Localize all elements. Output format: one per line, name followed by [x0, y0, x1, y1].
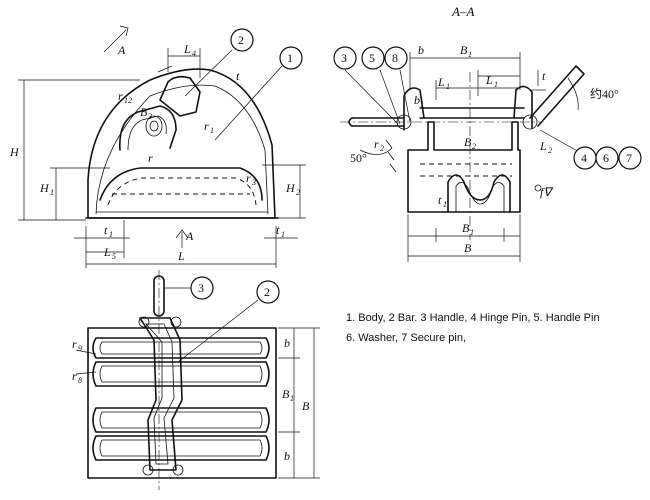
section-body-outline [407, 121, 521, 213]
dim-b-top: b [418, 43, 424, 57]
dim-r3: r [246, 171, 251, 185]
section-title: A–A [451, 4, 474, 19]
svg-text:9: 9 [78, 344, 82, 353]
dim-L4: L [183, 42, 191, 56]
dim-b-top-view-lower: b [284, 449, 290, 463]
dim-B1-bottom: B [462, 221, 470, 235]
dim-r: r [148, 151, 153, 165]
svg-text:5: 5 [369, 51, 375, 65]
balloon-7-section [618, 146, 642, 170]
dim-L2: L [539, 139, 547, 153]
dim-t1-left: t [104, 223, 108, 237]
legend-line-1: 1. Body, 2 Bar. 3 Handle, 4 Hinge Pin, 5… [346, 312, 600, 324]
svg-text:4: 4 [192, 49, 196, 58]
svg-text:1: 1 [494, 80, 498, 89]
dim-t-section: t [542, 69, 546, 83]
top-bar [139, 317, 183, 471]
svg-text:3: 3 [198, 281, 204, 295]
svg-text:2: 2 [296, 188, 300, 197]
swing-bar [529, 65, 585, 127]
balloon-3-top [190, 276, 214, 300]
dim-r12: r [118, 89, 123, 103]
dim-b-top-view-upper: b [284, 336, 290, 350]
svg-text:2: 2 [472, 142, 476, 151]
balloon-5-section [361, 46, 385, 70]
svg-text:12: 12 [124, 96, 132, 105]
svg-text:1: 1 [50, 188, 54, 197]
dim-t1-section: t [438, 193, 442, 207]
svg-text:3: 3 [251, 178, 256, 187]
dim-H: H [9, 145, 20, 159]
balloon-2-front [230, 28, 254, 52]
svg-text:1: 1 [109, 230, 113, 239]
dim-L5: L [103, 245, 111, 259]
svg-text:2: 2 [380, 144, 384, 153]
svg-text:1: 1 [443, 200, 447, 209]
dim-t1-right: t [276, 223, 280, 237]
handle-rod [351, 117, 405, 127]
body-inner-outline [95, 84, 269, 215]
dim-H1: H [39, 181, 50, 195]
top-body-outline [87, 327, 277, 479]
dim-L1-right: L [485, 73, 493, 87]
section-view [340, 52, 591, 262]
dim-B: B [464, 241, 472, 255]
svg-text:1: 1 [446, 82, 450, 91]
svg-text:8: 8 [392, 51, 398, 65]
svg-text:3: 3 [341, 51, 347, 65]
finish-mark: f∇ [540, 185, 554, 199]
balloon-1-front [279, 46, 303, 70]
dim-L1-left: L [437, 75, 445, 89]
dim-B3: B [140, 105, 148, 119]
dim-B1-top: B [460, 43, 468, 57]
svg-text:1: 1 [210, 126, 214, 135]
svg-text:2: 2 [548, 146, 552, 155]
svg-text:1: 1 [281, 230, 285, 239]
dim-B-top-view: B [302, 399, 310, 413]
dim-L: L [177, 249, 185, 263]
dim-b1: b [414, 93, 420, 107]
angle-50: 50° [350, 151, 367, 165]
svg-text:5: 5 [112, 252, 116, 261]
dim-t: t [236, 69, 240, 83]
body-outline [87, 68, 276, 219]
front-view [18, 25, 306, 268]
svg-text:8: 8 [78, 376, 82, 385]
svg-text:1: 1 [468, 50, 472, 59]
balloon-3-section [333, 46, 357, 70]
handle-outline [119, 105, 177, 151]
dim-r8: r [72, 369, 77, 383]
dim-r1: r [204, 119, 209, 133]
top-view [75, 270, 320, 490]
dim-r9: r [72, 337, 77, 351]
svg-text:6: 6 [603, 151, 609, 165]
svg-text:4: 4 [581, 151, 587, 165]
svg-text:1: 1 [287, 51, 293, 65]
dim-H2: H [285, 181, 296, 195]
dim-r2: r [374, 137, 379, 151]
legend-line-2: 6. Washer, 7 Secure pin, [346, 332, 467, 344]
svg-text:1: 1 [420, 100, 424, 109]
svg-text:1: 1 [470, 228, 474, 237]
balloon-2-top [256, 280, 280, 304]
section-marker-bottom: A [185, 229, 194, 243]
dim-B1-top-view: B [282, 387, 290, 401]
bar-outline [159, 75, 201, 117]
svg-text:2: 2 [264, 285, 270, 299]
dim-B2: B [464, 135, 472, 149]
svg-text:1: 1 [290, 394, 294, 403]
section-marker-top: A [117, 43, 126, 57]
svg-text:3: 3 [147, 112, 152, 121]
angle-40: 约40° [590, 86, 619, 101]
svg-text:2: 2 [238, 33, 244, 47]
balloon-6-section [595, 146, 619, 170]
svg-text:7: 7 [626, 151, 632, 165]
balloon-8-section [384, 46, 408, 70]
